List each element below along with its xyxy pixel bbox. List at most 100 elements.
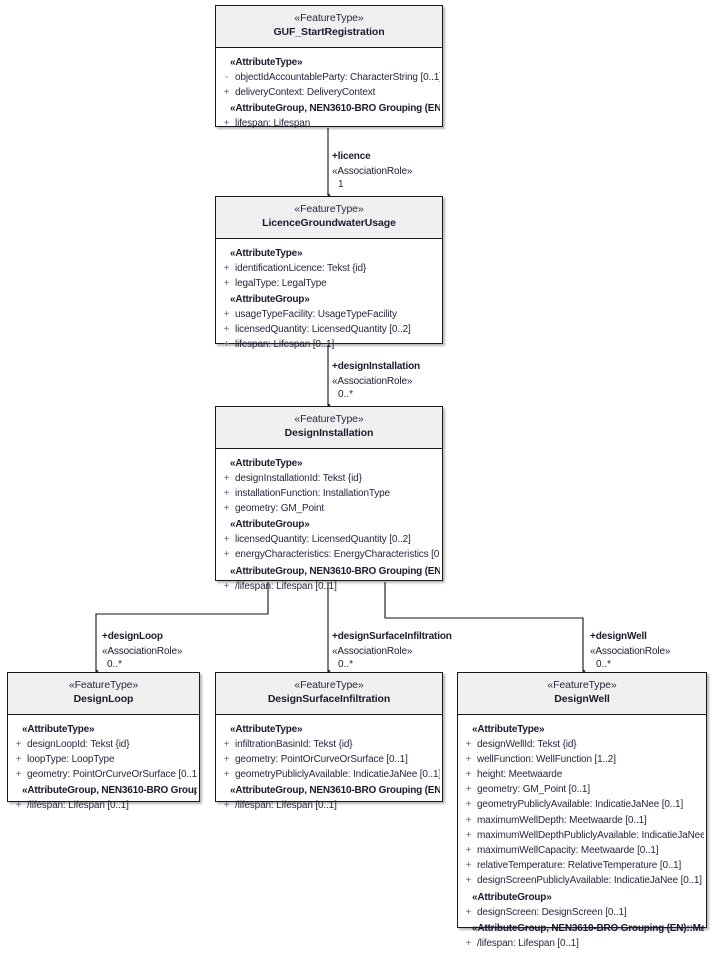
association-role-name: +designSurfaceInfiltration [332,631,452,642]
attribute-visibility: + [465,738,472,750]
attribute-row[interactable]: +relativeTemperature: RelativeTemperatur… [460,858,704,873]
association-stereotype: «AssociationRole» [332,165,413,177]
attribute-text: /lifespan: Lifespan [0..1] [235,580,337,592]
attribute-group-title: «AttributeGroup, NEN3610-BRO Grouping (E… [472,922,704,934]
class-name: GUF_StartRegistration [273,25,385,38]
attribute-row[interactable]: +licensedQuantity: LicensedQuantity [0..… [218,532,440,547]
attribute-text: geometry: GM_Point [235,503,325,515]
uml-class-design-surface-infiltration[interactable]: «FeatureType»DesignSurfaceInfiltration«A… [215,672,443,811]
attribute-row[interactable]: +identificationLicence: Tekst {id} [218,261,440,276]
attribute-visibility: + [465,814,472,826]
attribute-text: /lifespan: Lifespan [0..1] [27,800,129,812]
attribute-text: lifespan: Lifespan [0..1] [235,339,335,351]
attribute-row[interactable]: +/lifespan: Lifespan [0..1] [218,798,440,813]
attribute-text: designScreen: DesignScreen [0..1] [477,906,627,918]
uml-class-design-well[interactable]: «FeatureType»DesignWell«AttributeType»+d… [457,672,707,949]
attribute-text: geometryPubliclyAvailable: IndicatieJaNe… [477,799,684,811]
attribute-row[interactable]: +geometryPubliclyAvailable: IndicatieJaN… [460,797,704,812]
attribute-group-title: «AttributeGroup» [230,519,310,531]
uml-class-body-design-installation: «AttributeType»+designInstallationId: Te… [216,449,442,600]
uml-class-design-loop[interactable]: «FeatureType»DesignLoop«AttributeType»+d… [7,672,200,811]
attribute-text: designLoopId: Tekst {id} [27,738,130,750]
class-name: DesignInstallation [284,426,374,439]
attribute-row[interactable]: +designScreen: DesignScreen [0..1] [460,905,704,920]
association-label-design-surface-infiltration[interactable]: +designSurfaceInfiltration «AssociationRo… [332,630,452,659]
attribute-row[interactable]: + deliveryContext: DeliveryContext [218,85,440,100]
attribute-row[interactable]: +infiltrationBasinId: Tekst {id} [218,737,440,752]
uml-class-body-design-surface-infiltration: «AttributeType»+infiltrationBasinId: Tek… [216,715,442,820]
association-label-design-loop[interactable]: +designLoop«AssociationRole» [102,630,182,659]
attribute-text: maximumWellDepthPubliclyAvailable: Indic… [477,829,704,841]
attribute-visibility: + [15,800,22,812]
class-name: LicenceGroundwaterUsage [262,216,396,229]
class-stereotype: «FeatureType» [294,679,364,691]
attribute-visibility: + [223,534,230,546]
attribute-row[interactable]: + /lifespan: Lifespan [0..1] [10,798,197,813]
attribute-row[interactable]: +loopType: LoopType [10,752,197,767]
association-label-design-installation[interactable]: +designInstallation«AssociationRole» [332,360,420,389]
attribute-row[interactable]: +lifespan: Lifespan [218,116,440,131]
association-label-design-well[interactable]: +designWell«AssociationRole» [590,630,670,659]
attribute-visibility: + [223,580,230,592]
uml-class-licence-groundwater-usage[interactable]: «FeatureType»LicenceGroundwaterUsage«Att… [215,196,443,350]
attribute-group-title: «AttributeGroup, NEN3610-BRO Grouping (E… [230,785,440,797]
attribute-visibility: + [465,845,472,857]
attribute-visibility: + [465,784,472,796]
class-stereotype: «FeatureType» [294,413,364,425]
uml-class-guf-start-registration[interactable]: «FeatureType»GUF_StartRegistration«Attri… [215,5,443,129]
attribute-text: geometry: PointOrCurveOrSurface [0..1] [27,769,197,781]
attribute-row[interactable]: +geometry: PointOrCurveOrSurface [0..1] [218,752,440,767]
uml-class-body-design-well: «AttributeType»+designWellId: Tekst {id}… [458,715,706,957]
attribute-row[interactable]: +designScreenPubliclyAvailable: Indicati… [460,873,704,888]
attribute-visibility: + [223,324,230,336]
uml-class-body-design-loop: «AttributeType»+designLoopId: Tekst {id}… [8,715,199,820]
attribute-row[interactable]: + maximumWellCapacity: Meetwaarde [0..1] [460,843,704,858]
attribute-visibility: + [223,118,230,130]
attribute-visibility: + [223,262,230,274]
attribute-row[interactable]: +geometryPubliclyAvailable: IndicatieJaN… [218,767,440,782]
attribute-row[interactable]: +wellFunction: WellFunction [1..2] [460,752,704,767]
attribute-row[interactable]: +licensedQuantity: LicensedQuantity [0..… [218,322,440,337]
attribute-text: /lifespan: Lifespan [0..1] [477,937,579,949]
attribute-row[interactable]: -objectIdAccountableParty: CharacterStri… [218,70,440,85]
attribute-visibility: + [465,937,472,949]
attribute-row[interactable]: + /lifespan: Lifespan [0..1] [218,579,440,594]
attribute-row[interactable]: + /lifespan: Lifespan [0..1] [460,936,704,951]
attribute-row[interactable]: +maximumWellDepth: Meetwaarde [0..1] [460,813,704,828]
attribute-row[interactable]: +lifespan: Lifespan [0..1] [218,337,440,352]
attribute-visibility: + [223,472,230,484]
association-label-licence[interactable]: +licence«AssociationRole» [332,150,412,179]
attribute-row[interactable]: + installationFunction: InstallationType [218,486,440,501]
attribute-text: infiltrationBasinId: Tekst {id} [235,738,353,750]
attribute-visibility: + [465,875,472,887]
association-stereotype: «AssociationRole» [332,645,413,657]
attribute-row[interactable]: +designInstallationId: Tekst {id} [218,471,440,486]
attribute-row[interactable]: +designLoopId: Tekst {id} [10,737,197,752]
attribute-row[interactable]: +geometry: PointOrCurveOrSurface [0..1] [10,767,197,782]
attribute-group-title: «AttributeGroup, NEN3610-BRO Grouping (E… [230,565,440,577]
attribute-row[interactable]: +geometry: GM_Point [0..1] [460,782,704,797]
attribute-text: loopType: LoopType [27,753,115,765]
attribute-row[interactable]: +maximumWellDepthPubliclyAvailable: Indi… [460,828,704,843]
uml-class-body-licence-groundwater-usage: «AttributeType»+identificationLicence: T… [216,239,442,359]
uml-class-header-design-installation: «FeatureType»DesignInstallation [216,407,442,449]
attribute-row[interactable]: +energyCharacteristics: EnergyCharacteri… [218,547,440,562]
attribute-row[interactable]: +designWellId: Tekst {id} [460,737,704,752]
attribute-text: deliveryContext: DeliveryContext [235,86,376,98]
attribute-group-title: «AttributeGroup» [472,891,552,903]
association-stereotype: «AssociationRole» [332,375,413,387]
attribute-text: installationFunction: InstallationType [235,487,390,499]
class-stereotype: «FeatureType» [294,203,364,215]
attribute-text: maximumWellCapacity: Meetwaarde [0..1] [477,845,659,857]
association-multiplicity-design-well: 0..* [596,659,612,670]
attribute-visibility: + [223,800,230,812]
attribute-row[interactable]: +usageTypeFacility: UsageTypeFacility [218,307,440,322]
attribute-visibility: + [223,549,230,561]
attribute-row[interactable]: +geometry: GM_Point [218,501,440,516]
attribute-visibility: + [223,86,230,98]
attribute-row[interactable]: +height: Meetwaarde [460,767,704,782]
uml-class-design-installation[interactable]: «FeatureType»DesignInstallation «Attribut… [215,406,443,592]
attribute-text: geometry: PointOrCurveOrSurface [0..1] [235,753,408,765]
attribute-row[interactable]: +legalType: LegalType [218,276,440,291]
attribute-visibility: + [223,487,230,499]
